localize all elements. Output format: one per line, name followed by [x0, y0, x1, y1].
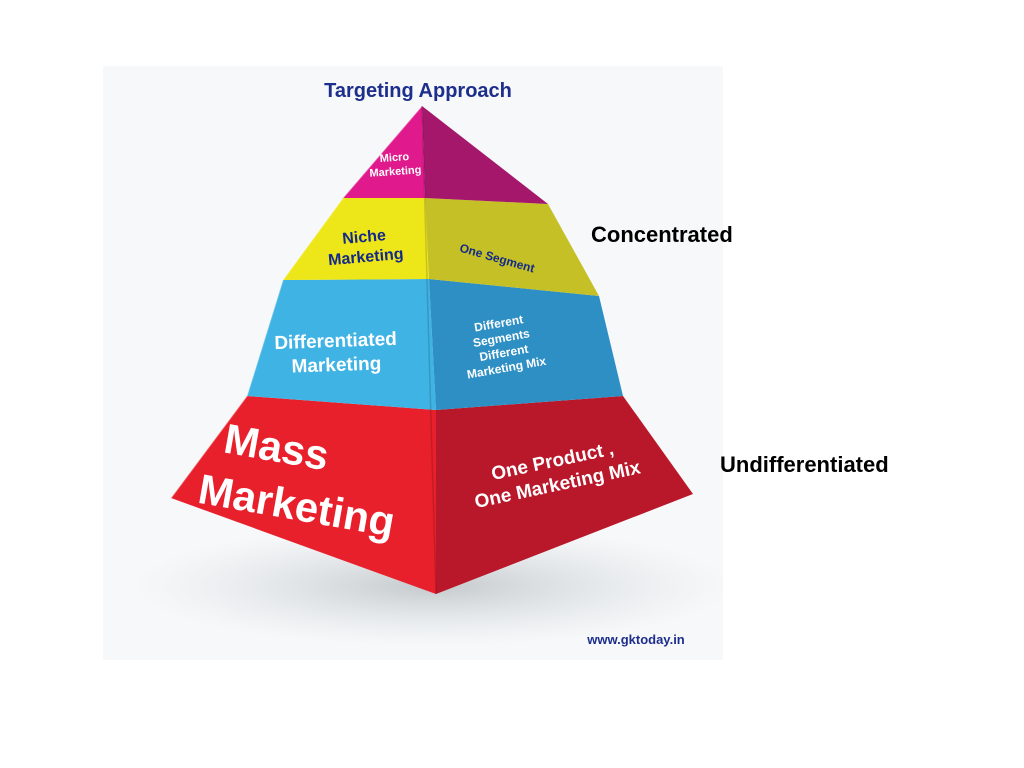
undifferentiated-annotation: Undifferentiated: [720, 452, 889, 477]
micro-side-face: [422, 106, 548, 204]
niche-front-face: [283, 198, 429, 280]
niche-side-face: [425, 198, 599, 296]
watermark-url: www.gktoday.in: [586, 632, 685, 647]
pyramid-center-edge: [421, 105, 437, 595]
micro-label-line-1: Micro: [379, 151, 409, 165]
differentiated-front-face: [247, 279, 436, 410]
differentiated-label-line-1: Differentiated: [274, 329, 397, 354]
niche-label-line-2: Marketing: [327, 246, 404, 270]
differentiated-side-face: [429, 279, 623, 410]
targeting-pyramid-image: Targeting Approach Micro Marketing: [103, 66, 723, 660]
differentiated-label-line-2: Marketing: [291, 353, 381, 377]
concentrated-annotation: Concentrated: [591, 222, 733, 247]
mass-side-face: [436, 396, 693, 594]
micro-label-line-2: Marketing: [369, 164, 422, 180]
pyramid-left-edge: [170, 105, 423, 499]
niche-label-line-1: Niche: [342, 227, 387, 248]
mass-front-face: [171, 396, 436, 594]
micro-front-face: [343, 106, 425, 198]
diagram-title: Targeting Approach: [324, 80, 512, 102]
pyramid-diagram: Targeting Approach Micro Marketing: [133, 80, 723, 647]
